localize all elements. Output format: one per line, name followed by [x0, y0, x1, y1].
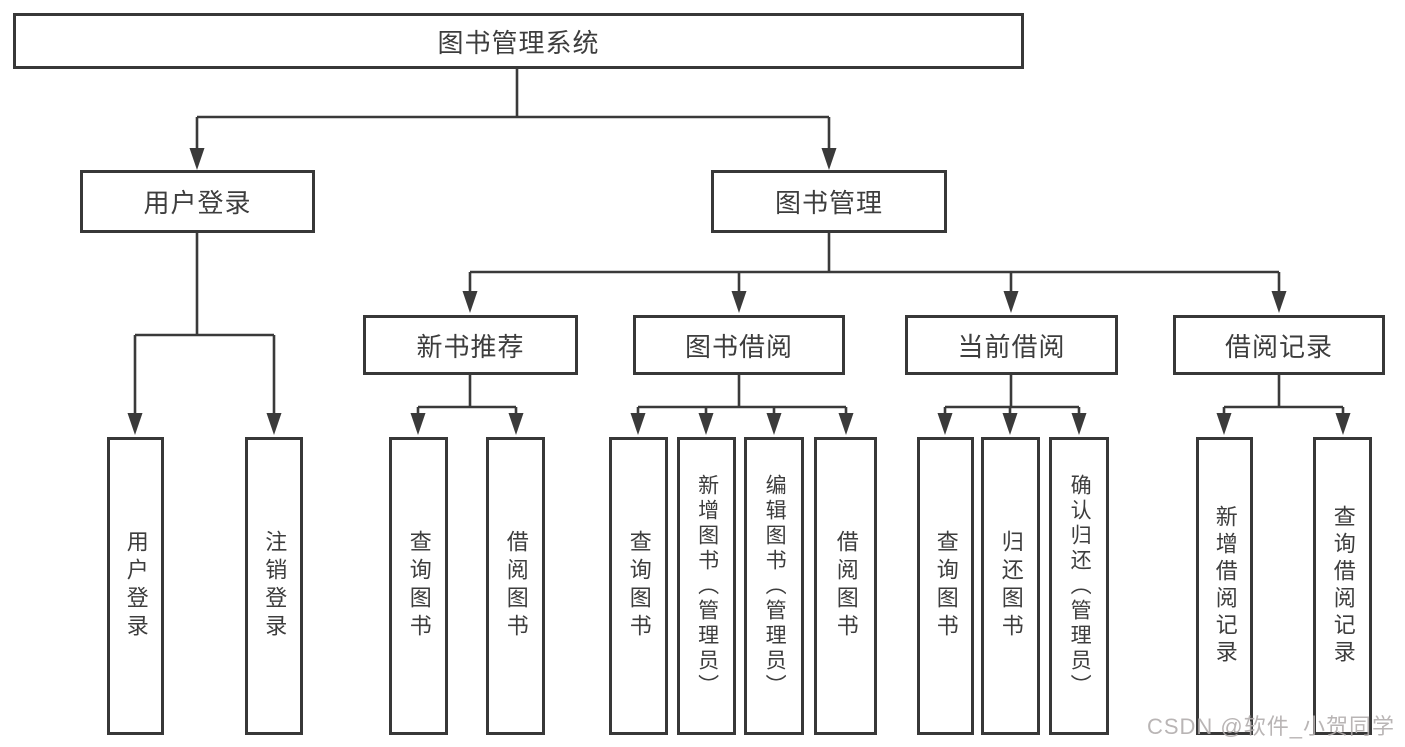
node-leaf-query-books-3: 查询图书 [917, 437, 974, 735]
node-leaf-borrow-books-1-label: 借阅图书 [503, 530, 529, 642]
node-leaf-query-borrow-record-label: 查询借阅记录 [1330, 505, 1356, 667]
node-leaf-return-books: 归还图书 [981, 437, 1040, 735]
node-leaf-add-books-admin: 新增图书（管理员） [677, 437, 736, 735]
node-leaf-add-borrow-record-label: 新增借阅记录 [1212, 505, 1238, 667]
node-leaf-query-books-2: 查询图书 [609, 437, 668, 735]
node-leaf-confirm-return-admin: 确认归还（管理员） [1049, 437, 1109, 735]
node-leaf-query-books-2-label: 查询图书 [626, 530, 652, 642]
node-borrowing-records: 借阅记录 [1173, 315, 1385, 375]
node-leaf-borrow-books-2: 借阅图书 [814, 437, 877, 735]
node-user-login: 用户登录 [80, 170, 315, 233]
node-leaf-query-books-1: 查询图书 [389, 437, 448, 735]
node-leaf-confirm-return-admin-label: 确认归还（管理员） [1068, 473, 1092, 699]
node-leaf-query-books-3-label: 查询图书 [933, 530, 959, 642]
node-leaf-logout-label: 注销登录 [262, 530, 288, 642]
node-current-borrowing: 当前借阅 [905, 315, 1118, 375]
node-leaf-query-borrow-record: 查询借阅记录 [1313, 437, 1372, 735]
node-leaf-query-books-1-label: 查询图书 [406, 530, 432, 642]
node-leaf-return-books-label: 归还图书 [998, 530, 1024, 642]
node-leaf-edit-books-admin: 编辑图书（管理员） [744, 437, 804, 735]
node-leaf-edit-books-admin-label: 编辑图书（管理员） [763, 473, 787, 699]
node-book-borrowing: 图书借阅 [633, 315, 845, 375]
node-book-management: 图书管理 [711, 170, 947, 233]
csdn-watermark: CSDN @软件_小贺同学 [1146, 714, 1395, 739]
node-leaf-add-books-admin-label: 新增图书（管理员） [695, 473, 719, 699]
node-leaf-borrow-books-2-label: 借阅图书 [833, 530, 859, 642]
node-library-management-system: 图书管理系统 [13, 13, 1024, 69]
node-leaf-borrow-books-1: 借阅图书 [486, 437, 545, 735]
node-leaf-user-login: 用户登录 [107, 437, 164, 735]
node-leaf-logout: 注销登录 [245, 437, 303, 735]
node-leaf-user-login-label: 用户登录 [123, 530, 149, 642]
node-new-book-recommendation: 新书推荐 [363, 315, 578, 375]
node-leaf-add-borrow-record: 新增借阅记录 [1196, 437, 1253, 735]
